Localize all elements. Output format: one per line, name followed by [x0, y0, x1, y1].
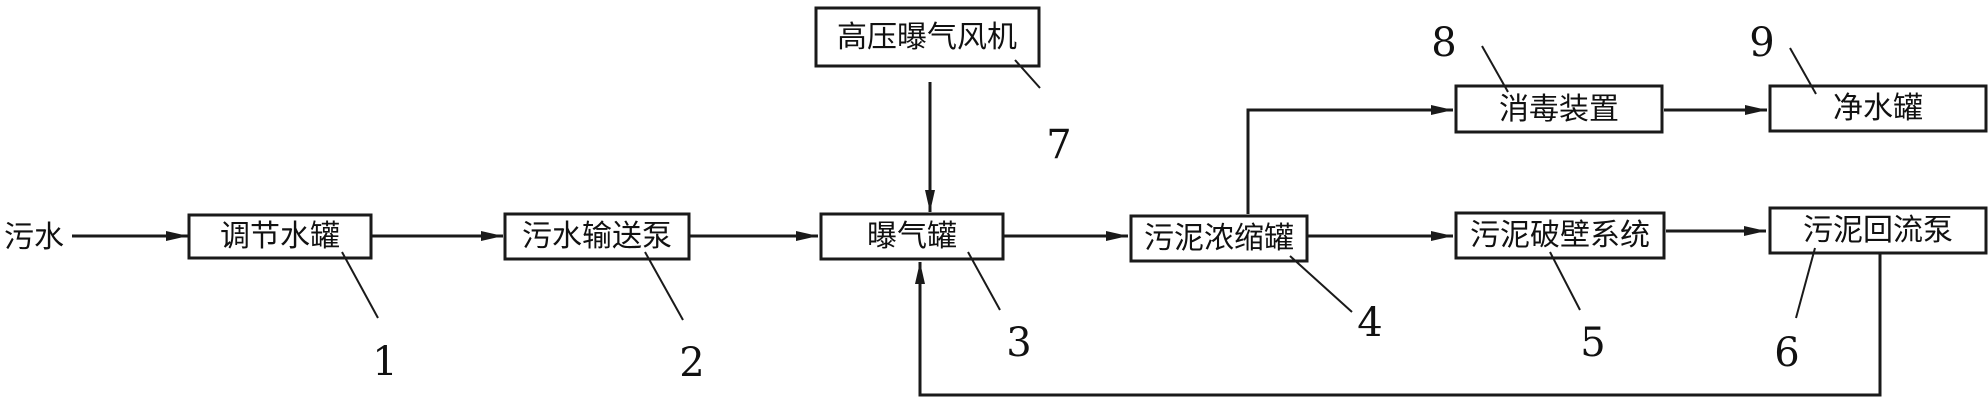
box-clean-water-tank: 净水罐	[1768, 84, 1988, 133]
ref-number-7: 7	[1046, 122, 1071, 168]
leader-5	[1549, 251, 1581, 311]
box-sludge-thickener-label: 污泥浓缩罐	[1144, 221, 1294, 256]
box-sludge-wall-breaking-system-label: 污泥破壁系统	[1470, 218, 1650, 253]
box-aeration-tank-label: 曝气罐	[867, 219, 957, 254]
input-label-wastewater: 污水	[4, 220, 64, 255]
box-regulating-water-tank: 调节水罐	[187, 213, 373, 260]
box-disinfection-device-label: 消毒装置	[1499, 92, 1619, 127]
box-high-pressure-blower-label: 高压曝气风机	[837, 20, 1017, 55]
box-sludge-thickener: 污泥浓缩罐	[1129, 214, 1309, 263]
ref-number-3: 3	[1006, 320, 1031, 366]
leader-7	[1014, 59, 1041, 89]
leader-6	[1795, 247, 1816, 319]
box-aeration-tank: 曝气罐	[819, 212, 1005, 261]
ref-number-6: 6	[1774, 330, 1799, 376]
box-sludge-return-pump: 污泥回流泵	[1768, 206, 1988, 255]
ref-number-9: 9	[1749, 20, 1774, 66]
leader-3	[967, 251, 1001, 311]
box-wastewater-pump-label: 污水输送泵	[522, 219, 672, 254]
box-disinfection-device: 消毒装置	[1454, 84, 1664, 134]
leader-9	[1789, 47, 1817, 95]
arrow-thickener-to-disinfection	[1246, 105, 1453, 214]
box-sludge-return-pump-label: 污泥回流泵	[1803, 213, 1953, 248]
ref-number-4: 4	[1357, 300, 1382, 346]
box-regulating-water-tank-label: 调节水罐	[220, 219, 340, 254]
box-clean-water-tank-label: 净水罐	[1833, 91, 1923, 126]
ref-number-8: 8	[1431, 20, 1456, 66]
leader-4	[1289, 255, 1353, 313]
box-wastewater-pump: 污水输送泵	[503, 212, 691, 261]
arrow-sludge-return-to-aeration-tank	[915, 252, 1882, 397]
ref-number-1: 1	[372, 339, 397, 385]
leader-2	[644, 251, 684, 321]
leader-8	[1481, 45, 1509, 93]
ref-number-2: 2	[679, 340, 704, 386]
box-sludge-wall-breaking-system: 污泥破壁系统	[1454, 211, 1666, 260]
leader-1	[341, 251, 379, 319]
box-high-pressure-blower: 高压曝气风机	[814, 6, 1041, 68]
ref-number-5: 5	[1580, 320, 1605, 366]
